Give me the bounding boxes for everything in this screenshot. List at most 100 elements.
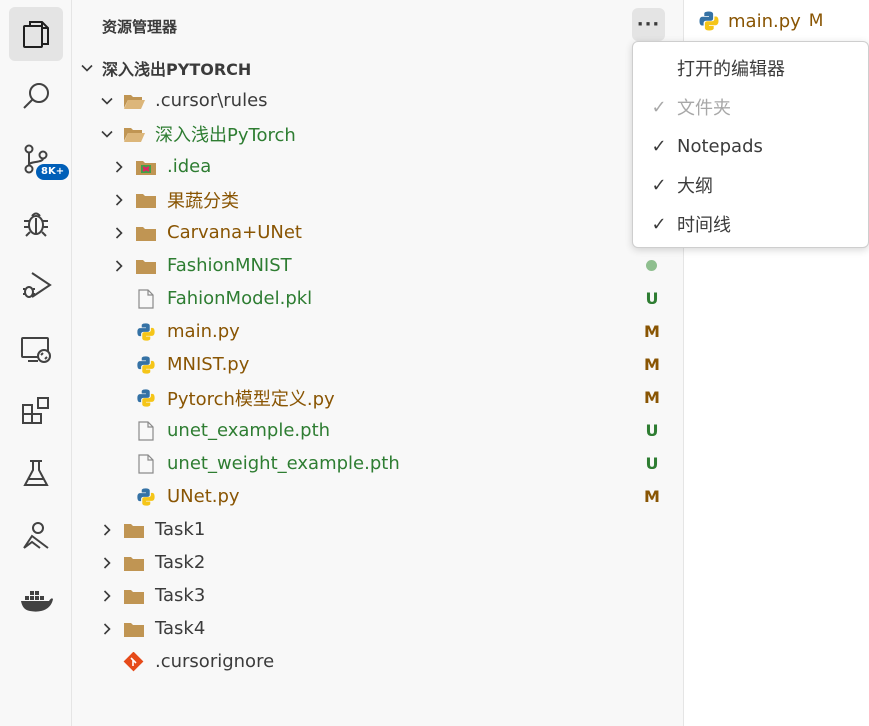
tree-item-label: Task3 <box>155 585 206 606</box>
tree-item[interactable]: Task4 <box>72 612 684 645</box>
python-icon <box>137 388 155 407</box>
menu-item: ✓ 文件夹 <box>633 89 869 125</box>
tree-item[interactable]: Task2 <box>72 546 684 579</box>
views-context-menu: 打开的编辑器 ✓ 文件夹 ✓ Notepads ✓ 大纲 ✓时间线 <box>632 41 869 248</box>
chevron-right-icon <box>103 589 111 602</box>
file-icon <box>138 420 154 441</box>
run-debug-icon[interactable] <box>9 258 63 312</box>
folder-icon <box>136 193 156 208</box>
tree-item[interactable]: unet_weight_example.pth U <box>72 447 684 480</box>
chevron-down-icon <box>81 64 93 72</box>
python-icon <box>137 355 155 374</box>
extensions-icon[interactable] <box>9 384 63 438</box>
folder-open-icon <box>124 127 145 142</box>
git-icon <box>123 651 144 671</box>
git-status-badge: U <box>645 454 659 473</box>
tree-item-label: unet_example.pth <box>167 420 331 441</box>
tree-item[interactable]: Task1 <box>72 513 684 546</box>
chevron-right-icon <box>103 523 111 536</box>
tree-item-label: FashionMNIST <box>167 255 292 276</box>
tree-item-label: .idea <box>167 156 212 177</box>
tree-item[interactable]: .cursorignore <box>72 645 684 678</box>
explorer-title: 资源管理器 <box>102 18 178 36</box>
menu-item[interactable]: 打开的编辑器 <box>633 50 869 86</box>
tree-item-label: UNet.py <box>167 486 240 507</box>
folder-icon <box>124 523 144 538</box>
tree-item-label: Task2 <box>155 552 206 573</box>
docker-icon[interactable] <box>9 573 63 627</box>
menu-item-label: 文件夹 <box>677 98 731 119</box>
menu-item[interactable]: ✓ 大纲 <box>633 167 869 203</box>
git-status-badge: M <box>644 487 660 506</box>
tree-item-label: unet_weight_example.pth <box>167 453 400 474</box>
cursor-agent-icon[interactable] <box>9 509 63 563</box>
chevron-right-icon <box>115 226 123 239</box>
git-status-badge: M <box>644 355 660 374</box>
folder-icon <box>136 226 156 241</box>
search-icon[interactable] <box>9 70 63 124</box>
tab-status: M <box>808 11 824 31</box>
file-icon <box>138 453 154 474</box>
tree-item-label: .cursorignore <box>155 651 275 672</box>
folder-icon <box>124 589 144 604</box>
chevron-down-icon <box>101 97 113 105</box>
tree-item-label: .cursor\rules <box>155 90 268 111</box>
tree-item-label: MNIST.py <box>167 354 250 375</box>
chevron-right-icon <box>103 556 111 569</box>
chevron-right-icon <box>115 193 123 206</box>
tree-item[interactable]: MNIST.py M <box>72 348 684 381</box>
tree-item-label: Carvana+UNet <box>167 222 302 243</box>
remote-explorer-icon[interactable] <box>9 322 63 376</box>
tree-item-label: 果蔬分类 <box>167 190 239 212</box>
chevron-right-icon <box>115 259 123 272</box>
idea-folder-icon <box>136 160 156 175</box>
git-status-badge: U <box>645 421 659 440</box>
menu-item-label: Notepads <box>677 135 763 157</box>
source-control-icon[interactable]: 8K+ <box>9 132 70 186</box>
debug-icon[interactable] <box>9 196 63 250</box>
workspace-root[interactable]: 深入浅出PYTORCH <box>72 51 684 84</box>
tree-item-label: FahionModel.pkl <box>167 288 313 309</box>
tree-item[interactable]: Pytorch模型定义.py M <box>72 381 684 414</box>
menu-item-label: 大纲 <box>677 176 713 197</box>
python-icon <box>699 11 719 31</box>
check-icon: ✓ <box>651 96 667 118</box>
check-icon: ✓ <box>651 135 667 157</box>
testing-icon[interactable] <box>9 447 63 501</box>
more-actions-button[interactable]: ··· <box>632 8 665 41</box>
chevron-right-icon <box>115 160 123 173</box>
folder-icon <box>124 556 144 571</box>
menu-item[interactable]: ✓时间线 <box>633 206 869 242</box>
tree-item[interactable]: FahionModel.pkl U <box>72 282 684 315</box>
tree-item[interactable]: Task3 <box>72 579 684 612</box>
tree-item[interactable]: FashionMNIST <box>72 249 684 282</box>
tree-item[interactable]: Carvana+UNet <box>72 216 684 249</box>
tree-item[interactable]: .idea <box>72 150 684 183</box>
tree-item-label: 深入浅出PyTorch <box>155 124 296 146</box>
python-icon <box>137 322 155 341</box>
tree-item-label: Task1 <box>155 519 206 540</box>
folder-icon <box>136 259 156 274</box>
tree-item-label: Pytorch模型定义.py <box>167 388 335 410</box>
menu-item-label: 时间线 <box>677 215 731 236</box>
tree-item-label: Task4 <box>155 618 206 639</box>
tree-item[interactable]: 深入浅出PyTorch <box>72 117 684 150</box>
git-status-badge: M <box>644 388 660 407</box>
tab-label: main.py <box>728 10 801 32</box>
tree-item[interactable]: UNet.py M <box>72 480 684 513</box>
git-status-badge: U <box>645 289 659 308</box>
workspace-root-label: 深入浅出PYTORCH <box>102 59 252 79</box>
tree-item[interactable]: unet_example.pth U <box>72 414 684 447</box>
git-status-badge: M <box>644 322 660 341</box>
chevron-right-icon <box>103 622 111 635</box>
explorer-icon[interactable] <box>9 7 63 61</box>
menu-item[interactable]: ✓ Notepads <box>633 128 869 164</box>
tree-item[interactable]: .cursor\rules <box>72 84 684 117</box>
editor-tab-main-py[interactable]: main.py M <box>698 10 823 32</box>
file-icon <box>138 288 154 309</box>
tree-item[interactable]: 果蔬分类 <box>72 183 684 216</box>
activity-bar: 8K+ <box>0 0 72 726</box>
status-dot <box>646 260 657 271</box>
check-icon: ✓ <box>651 174 667 196</box>
